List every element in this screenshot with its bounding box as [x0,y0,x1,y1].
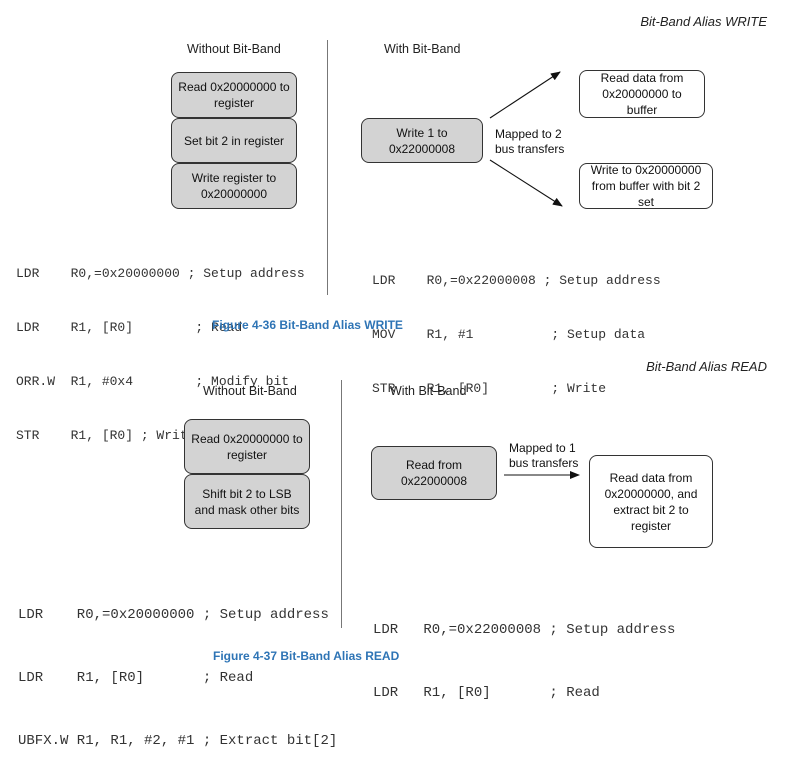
code-line: MOV R1, #1 ; Setup data [372,327,646,342]
read-alias-box: Read from 0x22000008 [371,446,497,500]
code-line: LDR R1, [R0] ; Read [16,320,243,335]
write-figure-caption: Figure 4-36 Bit-Band Alias WRITE [212,318,403,332]
read-without-heading: Without Bit-Band [203,384,297,398]
code-line: LDR R1, [R0] ; Read [373,685,600,701]
connector-arrows [489,71,580,479]
write-with-heading: With Bit-Band [384,42,461,56]
write-without-heading: Without Bit-Band [187,42,281,56]
code-line: ORR.W R1, #0x4 ; Modify bit [16,374,290,389]
code-line: LDR R0,=0x22000008 ; Setup address [373,622,676,638]
code-line: STR R1, [R0] ; Write [372,381,607,396]
write-step-read-box: Read 0x20000000 to register [171,72,297,118]
code-line: LDR R1, [R0] ; Read [18,670,254,686]
code-line: LDR R0,=0x20000000 ; Setup address [18,607,329,623]
write-code-with: LDR R0,=0x22000008 ; Setup address MOV R… [372,236,661,416]
write-target-write-box: Write to 0x20000000 from buffer with bit… [579,163,713,209]
write-alias-box: Write 1 to 0x22000008 [361,118,483,163]
write-step-set-box: Set bit 2 in register [171,118,297,163]
read-step-read-box: Read 0x20000000 to register [184,419,310,474]
read-figure-title: Bit-Band Alias READ [646,359,767,374]
write-arrow-down [489,159,563,207]
read-divider [341,380,342,628]
write-arrow-up [489,71,561,119]
read-target-box: Read data from 0x20000000, and extract b… [589,455,713,548]
read-mapped-label: Mapped to 1 bus transfers [509,441,579,470]
read-with-heading: With Bit-Band [390,384,467,398]
code-line: UBFX.W R1, R1, #2, #1 ; Extract bit[2] [18,733,338,749]
read-step-shift-box: Shift bit 2 to LSB and mask other bits [184,474,310,529]
code-line: LDR R0,=0x20000000 ; Setup address [16,266,305,281]
read-figure-caption: Figure 4-37 Bit-Band Alias READ [213,649,400,663]
code-line: LDR R0,=0x22000008 ; Setup address [372,273,661,288]
write-divider [327,40,328,295]
write-step-write-box: Write register to 0x20000000 [171,163,297,209]
write-mapped-label: Mapped to 2 bus transfers [495,127,565,156]
write-figure-title: Bit-Band Alias WRITE [640,14,767,29]
write-target-read-box: Read data from 0x20000000 to buffer [579,70,705,118]
